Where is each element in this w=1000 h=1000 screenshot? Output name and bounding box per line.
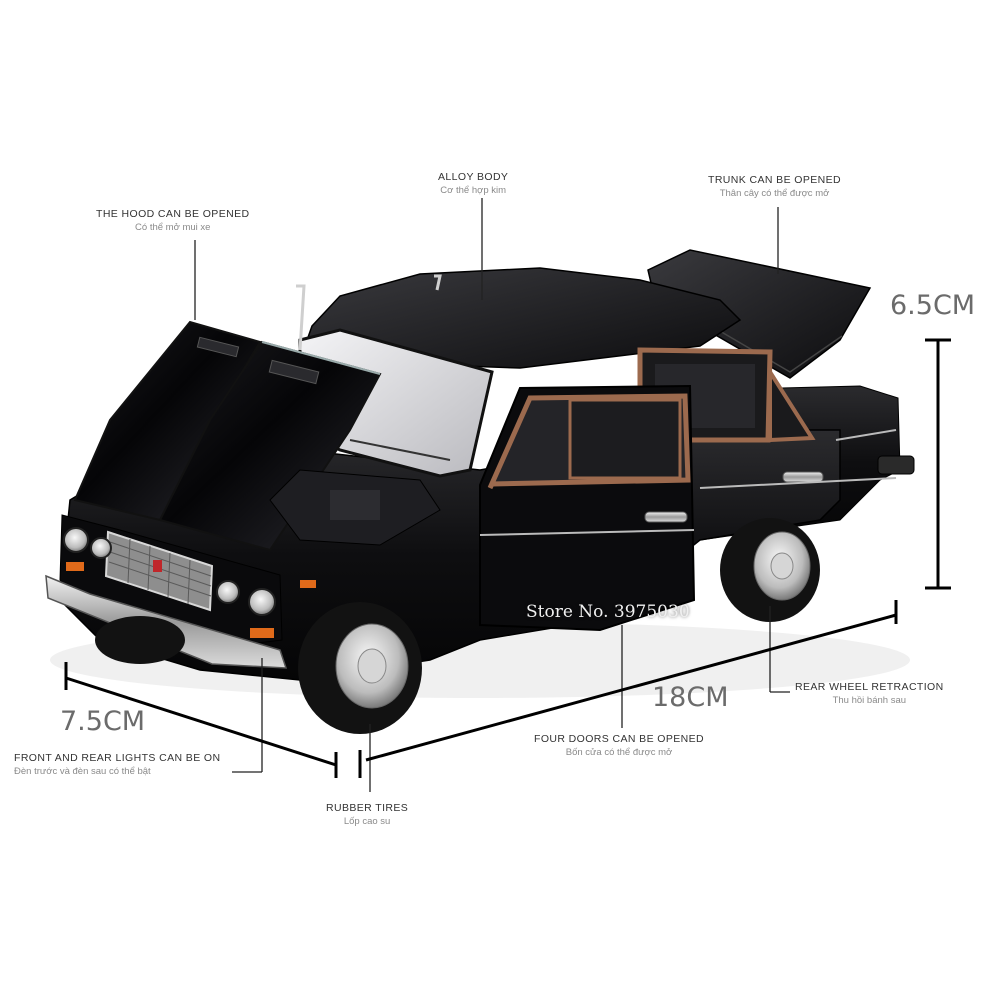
doors-label: FOUR DOORS CAN BE OPENED (534, 733, 705, 745)
lights-sublabel: Đèn trước và đèn sau có thể bật (14, 766, 151, 777)
callout-doors: FOUR DOORS CAN BE OPENED Bốn cửa có thể … (534, 733, 704, 758)
front-left-wheel (95, 616, 185, 664)
headlight-left-outer (63, 527, 89, 553)
callout-alloy-body: ALLOY BODY Cơ thể hợp kim (438, 171, 508, 196)
headlight-right-outer (248, 588, 276, 616)
wheel-sublabel: Thu hồi bánh sau (832, 695, 907, 706)
tires-sublabel: Lốp cao su (343, 816, 391, 827)
hood-sublabel: Có thể mở mui xe (135, 222, 211, 233)
indicator-right (250, 628, 274, 638)
lights-label: FRONT AND REAR LIGHTS CAN BE ON (14, 752, 221, 764)
trunk-label: TRUNK CAN BE OPENED (708, 174, 842, 186)
width-dimension-label: 7.5CM (60, 706, 146, 737)
hood-label: THE HOOD CAN BE OPENED (96, 208, 250, 220)
height-dimension-label: 6.5CM (890, 290, 976, 321)
alloy-sublabel: Cơ thể hợp kim (440, 185, 507, 196)
store-watermark: Store No. 3975030 (526, 602, 690, 622)
callout-tires: RUBBER TIRES Lốp cao su (326, 802, 408, 827)
dimension-lines (64, 338, 951, 778)
wheel-label: REAR WHEEL RETRACTION (795, 681, 944, 693)
alloy-label: ALLOY BODY (438, 171, 509, 183)
length-dimension-label: 18CM (652, 682, 729, 713)
callout-lights: FRONT AND REAR LIGHTS CAN BE ON Đèn trướ… (14, 752, 221, 777)
tires-label: RUBBER TIRES (326, 802, 409, 814)
indicator-left (66, 562, 84, 571)
headlight-left-inner (90, 537, 112, 559)
callout-rear-wheel: REAR WHEEL RETRACTION Thu hồi bánh sau (795, 681, 944, 706)
callout-hood: THE HOOD CAN BE OPENED Có thể mở mui xe (96, 208, 250, 233)
red-badge-icon (153, 560, 162, 572)
headlight-right-inner (216, 580, 240, 604)
doors-sublabel: Bốn cửa có thể được mở (565, 747, 673, 758)
callout-trunk: TRUNK CAN BE OPENED Thân cây có thể được… (708, 174, 841, 199)
trunk-sublabel: Thân cây có thể được mở (719, 188, 830, 199)
